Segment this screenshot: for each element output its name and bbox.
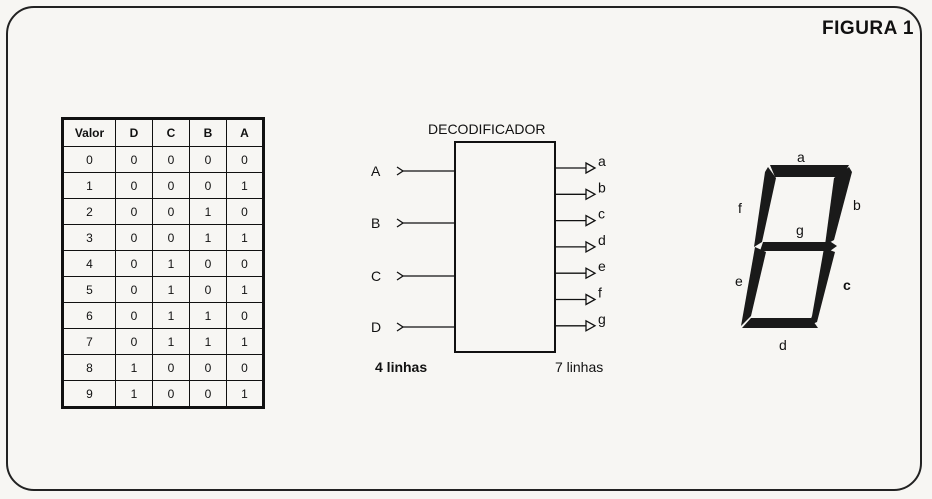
segment-label-d: d — [779, 337, 787, 353]
inputs-count-label: 4 linhas — [375, 359, 427, 375]
value-cell: 1 — [62, 172, 116, 199]
segment-label-g: g — [796, 222, 804, 238]
bit-cell: 0 — [189, 276, 227, 303]
output-arrow-icon — [585, 319, 597, 332]
bit-cell: 1 — [226, 328, 264, 355]
outputs-count-label: 7 linhas — [555, 359, 603, 375]
value-cell: 7 — [62, 328, 116, 355]
bit-cell: 0 — [226, 146, 264, 173]
value-cell: 5 — [62, 276, 116, 303]
bit-cell: 0 — [189, 146, 227, 173]
segment-label-c: c — [843, 277, 851, 293]
value-cell: 0 — [62, 146, 116, 173]
bit-cell: 0 — [115, 146, 153, 173]
bit-cell: 0 — [115, 172, 153, 199]
output-label: f — [598, 285, 602, 301]
bit-cell: 0 — [152, 198, 190, 225]
segment-f — [754, 167, 776, 247]
value-cell: 8 — [62, 354, 116, 381]
bit-cell: 1 — [189, 328, 227, 355]
bit-cell: 0 — [226, 354, 264, 381]
value-cell: 9 — [62, 380, 116, 408]
input-chevron-icon — [396, 218, 405, 228]
input-label: A — [371, 163, 381, 179]
seven-segment-display — [741, 165, 852, 328]
input-chevron-icon — [396, 166, 405, 176]
bit-cell: 0 — [189, 380, 227, 408]
bit-cell: 0 — [189, 354, 227, 381]
segment-c — [808, 248, 835, 326]
output-arrow-icon — [585, 188, 597, 201]
value-cell: 3 — [62, 224, 116, 251]
bit-cell: 0 — [152, 380, 190, 408]
value-cell: 6 — [62, 302, 116, 329]
output-arrow-icon — [585, 214, 597, 227]
input-chevron-icon — [396, 271, 405, 281]
output-label: e — [598, 258, 606, 274]
output-label: g — [598, 311, 606, 327]
figure-frame — [6, 6, 922, 491]
bit-cell: 0 — [189, 172, 227, 199]
bit-cell: 1 — [189, 302, 227, 329]
segment-label-a: a — [797, 149, 805, 165]
input-label: C — [371, 268, 381, 284]
figure-label: FIGURA 1 — [822, 18, 914, 39]
segment-e — [741, 247, 766, 326]
input-label: D — [371, 319, 381, 335]
output-arrow-icon — [585, 161, 597, 175]
bit-cell: 0 — [115, 250, 153, 277]
output-label: c — [598, 206, 605, 222]
bit-cell: 0 — [226, 198, 264, 225]
segment-d — [742, 318, 818, 328]
segment-label-e: e — [735, 273, 743, 289]
bit-cell: 0 — [115, 276, 153, 303]
segment-g — [760, 242, 837, 251]
output-label: b — [598, 179, 606, 195]
output-arrow-icon — [585, 267, 597, 280]
decoder-block — [454, 141, 556, 353]
bit-cell: 1 — [226, 172, 264, 199]
output-label: a — [598, 153, 606, 169]
decoder-title: DECODIFICADOR — [428, 121, 545, 137]
bit-cell: 0 — [189, 250, 227, 277]
output-label: d — [598, 232, 606, 248]
output-arrow-icon — [585, 240, 597, 254]
decoder-inputs: A B C D — [371, 163, 455, 335]
input-label: B — [371, 215, 380, 231]
segment-b — [825, 167, 852, 245]
bit-cell: 0 — [115, 198, 153, 225]
segment-label-f: f — [738, 200, 742, 216]
bit-cell: 0 — [152, 172, 190, 199]
header-a: A — [226, 118, 264, 147]
header-c: C — [152, 118, 190, 147]
value-cell: 2 — [62, 198, 116, 225]
bit-cell: 1 — [226, 380, 264, 408]
input-chevron-icon — [396, 322, 405, 332]
segment-a — [770, 165, 849, 177]
segment-label-b: b — [853, 197, 861, 213]
bit-cell: 1 — [152, 302, 190, 329]
bit-cell: 1 — [115, 380, 153, 408]
output-arrow-icon — [585, 293, 597, 306]
bit-cell: 0 — [226, 302, 264, 329]
